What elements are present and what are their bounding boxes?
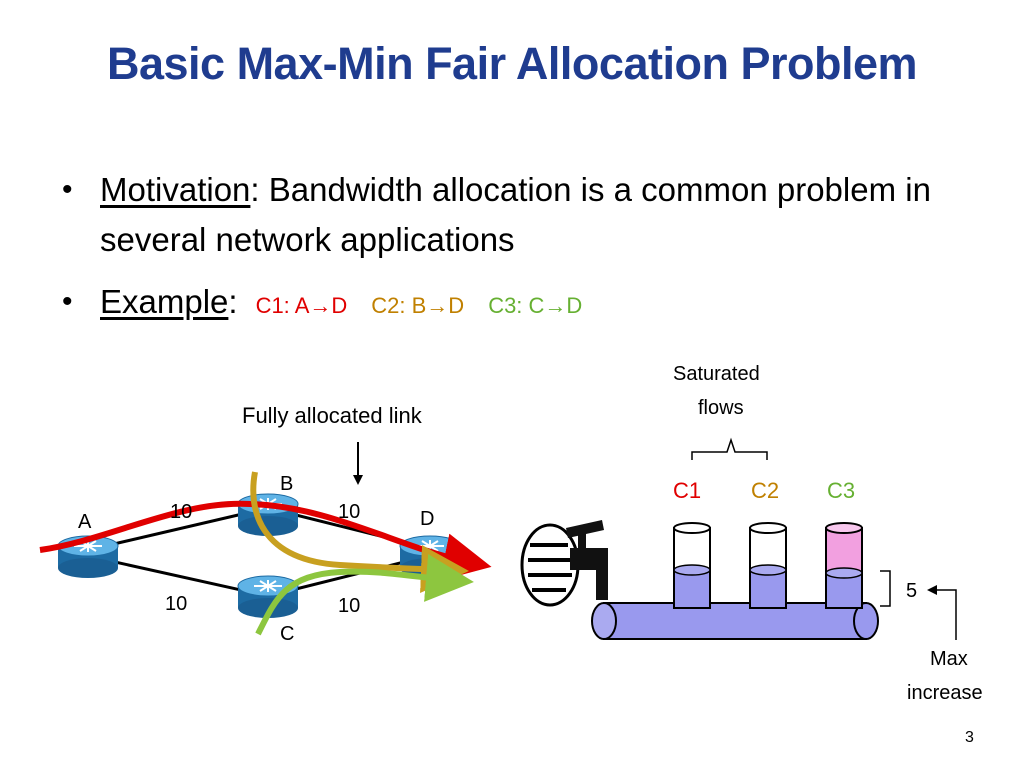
flow-c3-curve — [255, 554, 474, 636]
max-label-line1: Max — [930, 648, 968, 670]
motivation-separator: : — [250, 171, 260, 208]
tube-c2 — [749, 522, 787, 609]
link-label-bd: 10 — [338, 501, 360, 523]
example-flow-c3: C3: C→D — [488, 293, 583, 318]
max-label-line2: increase — [907, 682, 983, 704]
motivation-text: Bandwidth allocation is a common problem… — [100, 171, 931, 258]
link-label-ac: 10 — [165, 593, 187, 615]
example-flow-c2: C2: B→D — [371, 293, 465, 318]
increment-value: 5 — [906, 580, 917, 602]
tube-c3 — [825, 522, 863, 609]
tube-label-c2: C2 — [751, 478, 779, 503]
increment-bracket — [880, 570, 891, 607]
slide-title: Basic Max-Min Fair Allocation Problem — [106, 38, 918, 89]
node-label-d: D — [420, 508, 434, 530]
tube-label-c1: C1 — [673, 478, 701, 503]
max-increase-arrow — [927, 585, 957, 640]
tube-c1 — [673, 522, 711, 609]
fully-allocated-link-label: Fully allocated link — [242, 403, 423, 428]
flow-c2-curve — [250, 471, 469, 594]
tube-label-c3: C3 — [827, 478, 855, 503]
bullet-motivation: • Motivation: Bandwidth allocation is a … — [62, 165, 1002, 265]
bullet-list: • Motivation: Bandwidth allocation is a … — [62, 165, 1002, 331]
bullet-example: • Example: C1: A→D C2: B→D C3: C→D — [62, 277, 1002, 331]
bullet-dot-icon: • — [62, 285, 73, 318]
pipe — [591, 602, 879, 640]
example-flow-c1: C1: A→D — [255, 293, 348, 318]
saturated-label-line1: Saturated — [673, 363, 760, 385]
node-label-b: B — [280, 473, 293, 495]
example-separator: : — [228, 283, 238, 320]
router-icon-b — [237, 493, 299, 537]
flow-c1-curve — [39, 500, 492, 581]
link-label-cd: 10 — [338, 595, 360, 617]
page-number: 3 — [965, 729, 974, 746]
node-label-a: A — [78, 511, 92, 533]
motivation-term: Motivation — [100, 171, 251, 208]
saturated-label-line2: flows — [698, 397, 744, 419]
example-flows: C1: A→D C2: B→D C3: C→D — [256, 293, 607, 318]
link-label-ab: 10 — [170, 501, 192, 523]
node-label-c: C — [280, 623, 294, 645]
faucet-icon — [520, 520, 608, 607]
saturated-brace — [691, 437, 768, 460]
example-term: Example — [100, 283, 229, 320]
bullet-dot-icon: • — [62, 173, 73, 206]
